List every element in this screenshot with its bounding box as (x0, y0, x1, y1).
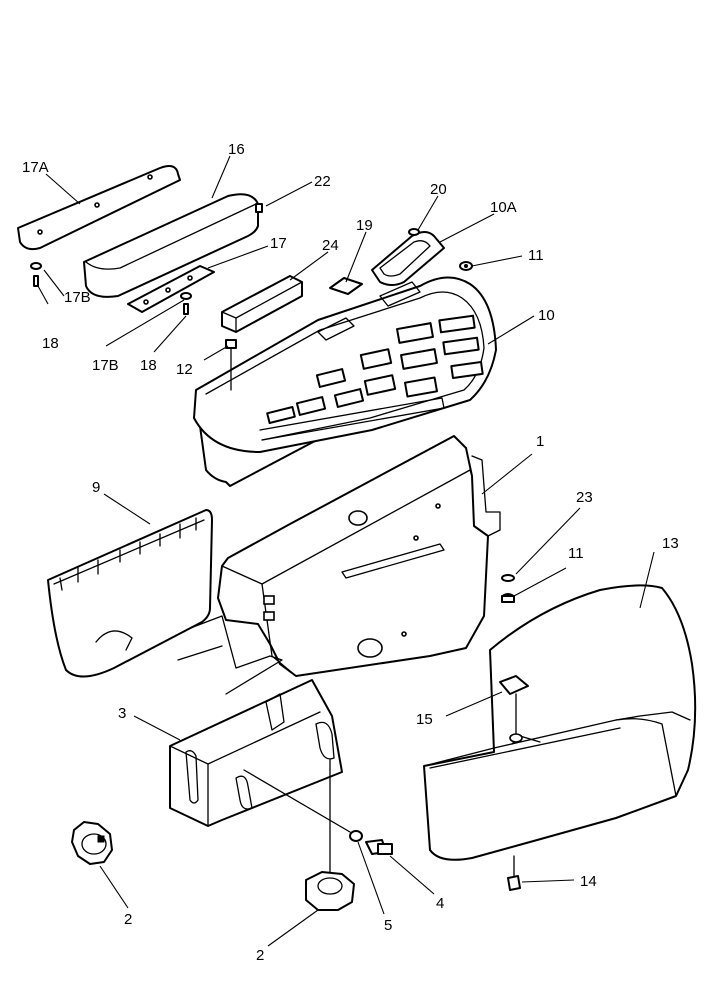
part-17b-washer-right (180, 292, 192, 300)
part-10a-gasket (371, 231, 445, 286)
callout-10a: 10A (490, 199, 517, 216)
callout-19: 19 (356, 217, 373, 234)
part-15-clip (499, 675, 529, 743)
callout-17a: 17A (22, 159, 49, 176)
part-4-bolt (243, 769, 393, 855)
part-18-screw-right (183, 303, 189, 315)
part-16-cushion (83, 193, 259, 298)
callout-leader-lines (37, 155, 655, 947)
callout-23: 23 (576, 489, 593, 506)
part-24-block (221, 275, 303, 333)
part-12-screw (225, 339, 237, 391)
callout-17b-right: 17B (92, 357, 119, 374)
callout-9: 9 (92, 479, 100, 496)
callout-3: 3 (118, 705, 126, 722)
part-10-console (193, 276, 497, 487)
callout-22: 22 (314, 173, 331, 190)
callout-17b-left: 17B (64, 289, 91, 306)
part-17b-washer-left (30, 262, 42, 270)
callout-20: 20 (430, 181, 447, 198)
callout-5: 5 (384, 917, 392, 934)
part-17-bracket (127, 265, 215, 313)
part-1-frame (177, 435, 501, 695)
callout-1: 1 (536, 433, 544, 450)
callout-16: 16 (228, 141, 245, 158)
callout-2-bottom: 2 (256, 947, 264, 964)
callout-11-upper: 11 (528, 247, 544, 264)
callout-13: 13 (662, 535, 679, 552)
part-2-knob-bottom (305, 759, 355, 911)
callout-labels: 17A 16 22 20 10A 19 17 24 11 17B 10 18 1… (22, 141, 679, 964)
callout-14: 14 (580, 873, 597, 890)
callout-11-lower: 11 (568, 545, 584, 562)
callout-17: 17 (270, 235, 287, 252)
part-20-plug (408, 228, 420, 236)
callout-4: 4 (436, 895, 444, 912)
part-2-knob-left (71, 821, 113, 865)
callout-15: 15 (416, 711, 433, 728)
part-3-tray (169, 679, 343, 827)
callout-2-left: 2 (124, 911, 132, 928)
part-19-pad (329, 277, 363, 295)
part-18-screw-left (33, 275, 39, 287)
callout-18-left: 18 (42, 335, 59, 352)
part-13-side-cover (423, 584, 697, 861)
callout-18-right: 18 (140, 357, 157, 374)
part-23-washer (501, 574, 515, 582)
callout-12: 12 (176, 361, 193, 378)
callout-10: 10 (538, 307, 555, 324)
part-11-nut-lower (501, 593, 515, 603)
part-22-screw (255, 203, 263, 213)
part-11-nut-upper (459, 261, 473, 271)
callout-24: 24 (322, 237, 339, 254)
part-5-washer (349, 830, 363, 842)
part-9-side-cover (47, 509, 213, 678)
part-14-screw (507, 855, 521, 891)
part-17a-plate (17, 165, 181, 251)
